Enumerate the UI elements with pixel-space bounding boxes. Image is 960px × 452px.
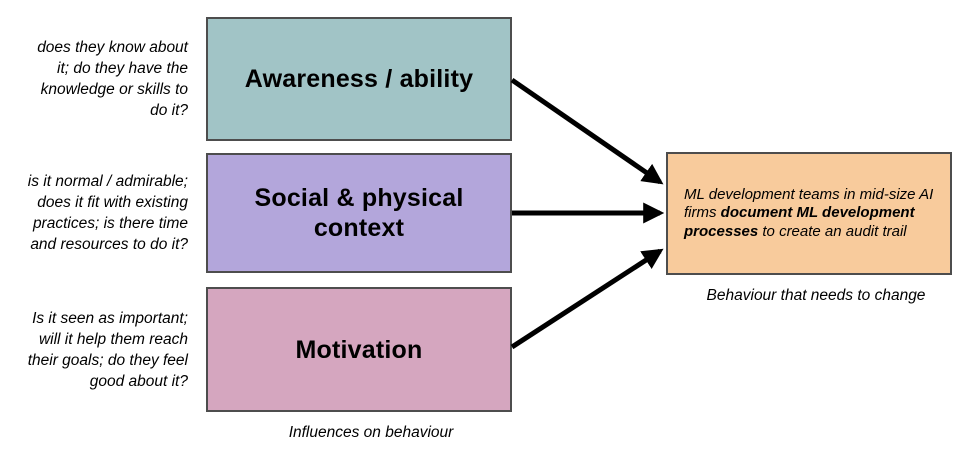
box-social-physical-context: Social & physical context <box>206 153 512 273</box>
box-motivation: Motivation <box>206 287 512 412</box>
caption-influences-on-behaviour: Influences on behaviour <box>288 424 454 441</box>
behaviour-text: ML development teams in mid-size AI firm… <box>668 186 950 242</box>
behaviour-text-before: ML development teams in mid-size AI firm… <box>684 185 934 222</box>
annotation-social-context: is it normal / admirable; does it fit wi… <box>27 173 188 253</box>
behaviour-text-bold: document ML development processes <box>684 204 915 240</box>
arrow-awareness-to-behaviour <box>510 77 664 185</box>
box-awareness-label: Awareness / ability <box>244 65 474 93</box>
box-awareness-ability: Awareness / ability <box>206 17 512 141</box>
box-motivation-label: Motivation <box>295 335 423 364</box>
annotation-awareness: does they know about it; do they have th… <box>37 39 188 119</box>
box-behaviour-target: ML development teams in mid-size AI firm… <box>666 152 952 275</box>
behaviour-text-after: to create an audit trail <box>758 222 907 240</box>
box-social-label: Social & physical context <box>254 184 464 242</box>
caption-behaviour-needs-change: Behaviour that needs to change <box>706 287 926 304</box>
annotation-motivation: Is it seen as important; will it help th… <box>27 310 188 390</box>
arrow-motivation-to-behaviour <box>510 248 664 350</box>
